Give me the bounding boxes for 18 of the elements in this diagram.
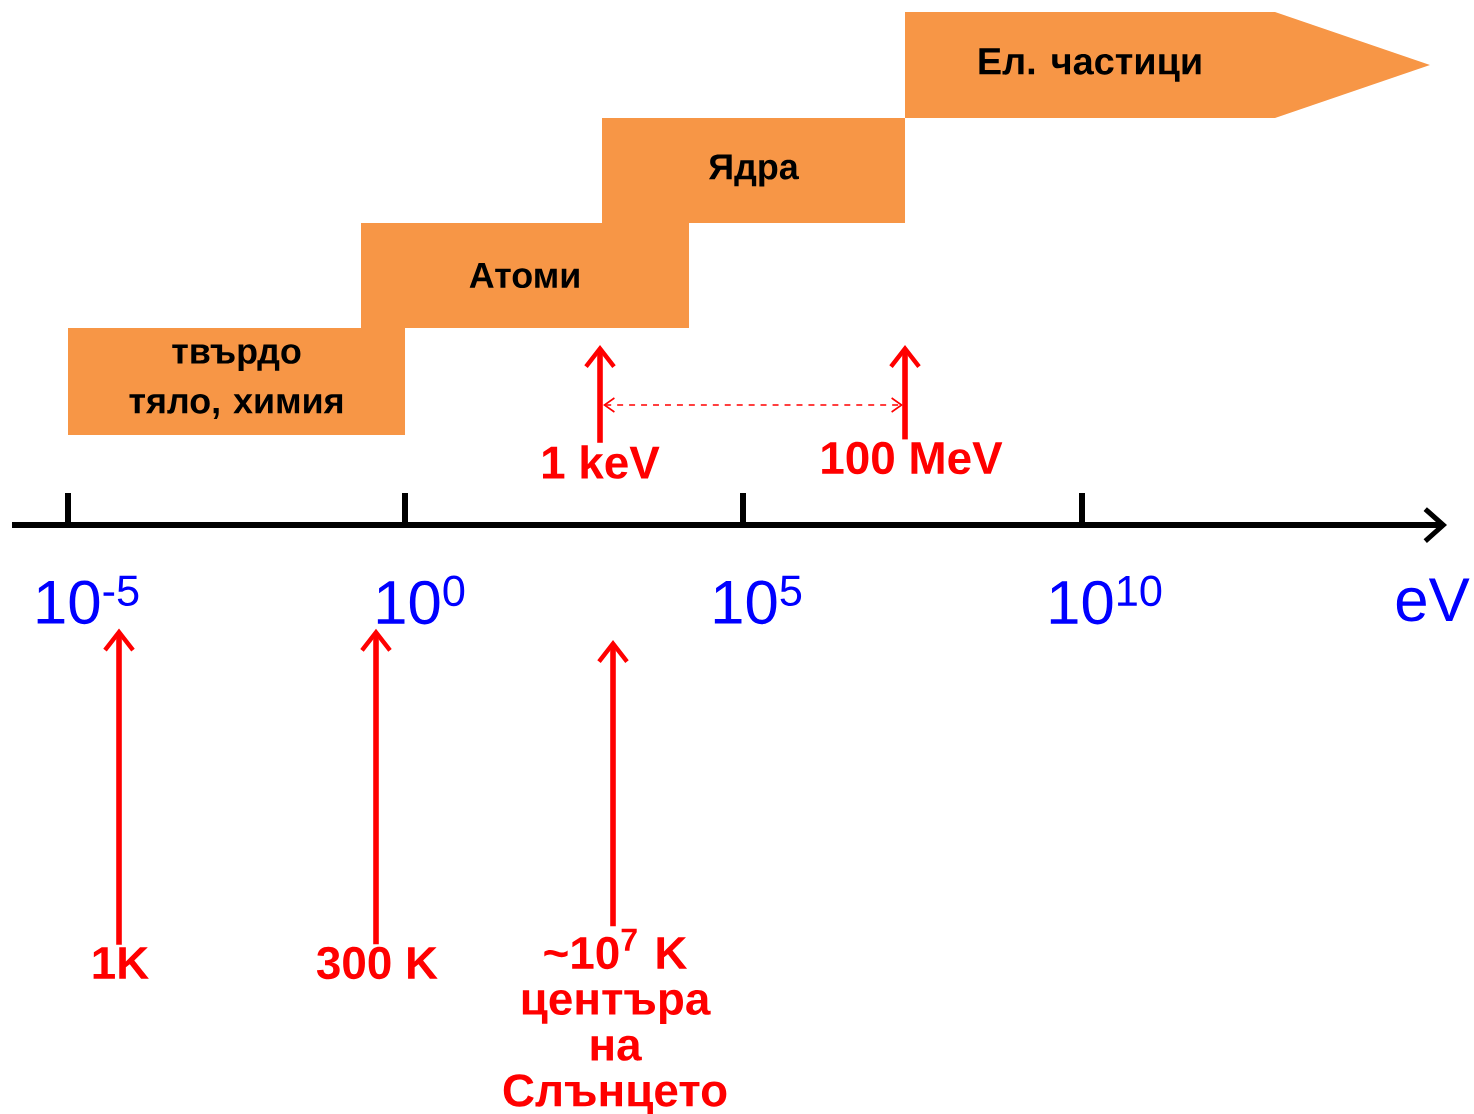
arrow (597, 640, 629, 927)
axis-label: eV (1396, 578, 1470, 622)
arrow (103, 628, 135, 945)
range-box: Ядра (602, 118, 905, 223)
range-box: твърдо тяло, химия (68, 328, 405, 435)
arrow (360, 628, 392, 945)
axis-label: 10$^{-5}$ (37, 575, 139, 625)
axis-label: 10$^{10}$ (1050, 575, 1162, 625)
axis-label: 10$^{5}$ (714, 575, 802, 625)
value-label: 1 keV (543, 445, 660, 479)
value-label: 1K (93, 947, 149, 979)
value-label: 100 MeV (822, 441, 1003, 475)
arrow (584, 345, 616, 443)
arrow (889, 345, 921, 440)
range-box: Атоми (361, 223, 689, 328)
value-label: 300 K (316, 946, 438, 980)
arrow-band: Ел. частици (905, 12, 1430, 118)
axis-label: 10$^{0}$ (377, 575, 465, 625)
